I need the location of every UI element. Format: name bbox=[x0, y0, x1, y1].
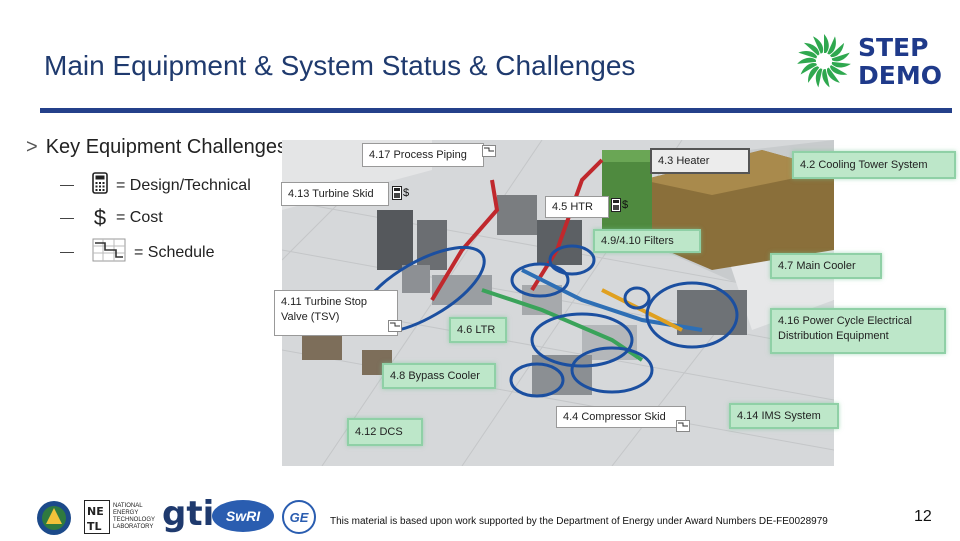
page-number: 12 bbox=[914, 508, 932, 525]
legend-schedule-label: = Schedule bbox=[134, 243, 215, 261]
flag-schedule-tsv bbox=[388, 320, 402, 332]
bullet-marker: > bbox=[26, 136, 38, 158]
slide-title: Main Equipment & System Status & Challen… bbox=[44, 50, 636, 81]
label-cooling-tower: 4.2 Cooling Tower System bbox=[792, 151, 956, 179]
schedule-icon bbox=[676, 420, 690, 432]
label-power-cycle-electrical: 4.16 Power Cycle Electrical Distribution… bbox=[770, 308, 946, 354]
schedule-icon bbox=[482, 145, 496, 157]
title-divider bbox=[40, 108, 952, 113]
label-main-cooler: 4.7 Main Cooler bbox=[770, 253, 882, 279]
label-turbine-skid: 4.13 Turbine Skid bbox=[281, 182, 389, 206]
schedule-icon bbox=[388, 320, 402, 332]
calculator-icon bbox=[611, 198, 621, 212]
label-filters: 4.9/4.10 Filters bbox=[593, 229, 701, 253]
legend-cost-item: $ = Cost bbox=[60, 205, 163, 231]
key-challenges-text: Key Equipment Challenges bbox=[45, 136, 287, 158]
netl-mark-icon: NE TL bbox=[84, 500, 110, 534]
flag-schedule-process-piping bbox=[482, 145, 496, 157]
label-ltr: 4.6 LTR bbox=[449, 317, 507, 343]
label-heater: 4.3 Heater bbox=[650, 148, 750, 174]
swirl-logo-icon: STEP DEMO bbox=[797, 33, 942, 90]
doe-seal-logo bbox=[36, 500, 72, 541]
legend-schedule-item: = Schedule bbox=[60, 238, 215, 267]
ge-logo: GE bbox=[282, 500, 316, 534]
flag-schedule-compressor bbox=[676, 420, 690, 432]
calculator-icon bbox=[92, 172, 108, 199]
dollar-icon: $ bbox=[93, 205, 107, 230]
key-challenges-heading: > Key Equipment Challenges bbox=[26, 136, 287, 159]
flag-turbine-skid: $ bbox=[392, 186, 409, 200]
doe-seal-icon bbox=[37, 501, 71, 535]
legend-design-item: = Design/Technical bbox=[60, 172, 251, 199]
label-dcs: 4.12 DCS bbox=[347, 418, 423, 446]
label-bypass-cooler: 4.8 Bypass Cooler bbox=[382, 363, 496, 389]
schedule-icon bbox=[92, 238, 126, 267]
legend-cost-label: = Cost bbox=[116, 209, 163, 226]
svg-text:NE: NE bbox=[87, 505, 104, 518]
calculator-icon bbox=[392, 186, 402, 200]
netl-name: NATIONAL ENERGY TECHNOLOGY LABORATORY bbox=[113, 503, 155, 530]
label-process-piping: 4.17 Process Piping bbox=[362, 143, 484, 167]
label-htr: 4.5 HTR bbox=[545, 196, 609, 218]
funding-footnote: This material is based upon work support… bbox=[330, 516, 828, 527]
dollar-icon: $ bbox=[403, 187, 410, 199]
swri-logo: SwRI bbox=[212, 500, 274, 532]
label-ims-system: 4.14 IMS System bbox=[729, 403, 839, 429]
logo-demo-text: DEMO bbox=[858, 61, 942, 90]
svg-text:TL: TL bbox=[87, 520, 102, 533]
gti-logo: gti bbox=[162, 494, 215, 534]
step-demo-logo: STEP DEMO bbox=[792, 30, 942, 92]
logo-step-text: STEP bbox=[858, 33, 928, 62]
legend-design-label: = Design/Technical bbox=[116, 176, 251, 194]
dollar-icon: $ bbox=[622, 199, 629, 211]
netl-logo: NE TL NATIONAL ENERGY TECHNOLOGY LABORAT… bbox=[84, 500, 161, 534]
label-compressor-skid: 4.4 Compressor Skid bbox=[556, 406, 686, 428]
flag-htr: $ bbox=[611, 198, 628, 212]
label-turbine-stop-valve: 4.11 Turbine Stop Valve (TSV) bbox=[274, 290, 398, 336]
